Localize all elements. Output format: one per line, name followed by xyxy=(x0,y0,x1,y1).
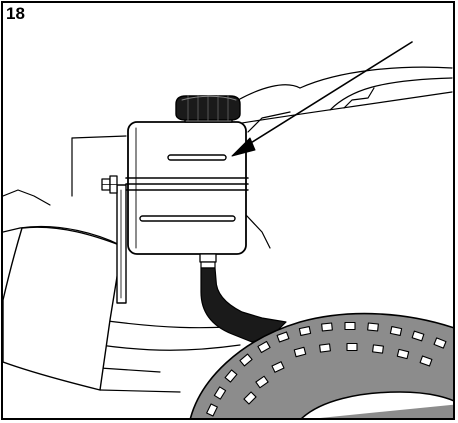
coolant-reservoir-tank xyxy=(125,121,249,255)
filler-cap xyxy=(175,95,241,123)
fender-panel xyxy=(3,226,123,391)
upper-level-mark xyxy=(167,154,227,161)
reservoir-hose xyxy=(199,253,287,343)
mounting-bracket xyxy=(116,184,127,304)
lower-level-mark xyxy=(139,215,236,222)
pointer-arrow xyxy=(231,41,413,157)
level-marks xyxy=(139,154,236,222)
figure-number: 18 xyxy=(6,4,25,23)
tire-tread xyxy=(206,321,447,417)
mounting-bolt xyxy=(101,175,118,194)
front-tire xyxy=(189,312,453,418)
